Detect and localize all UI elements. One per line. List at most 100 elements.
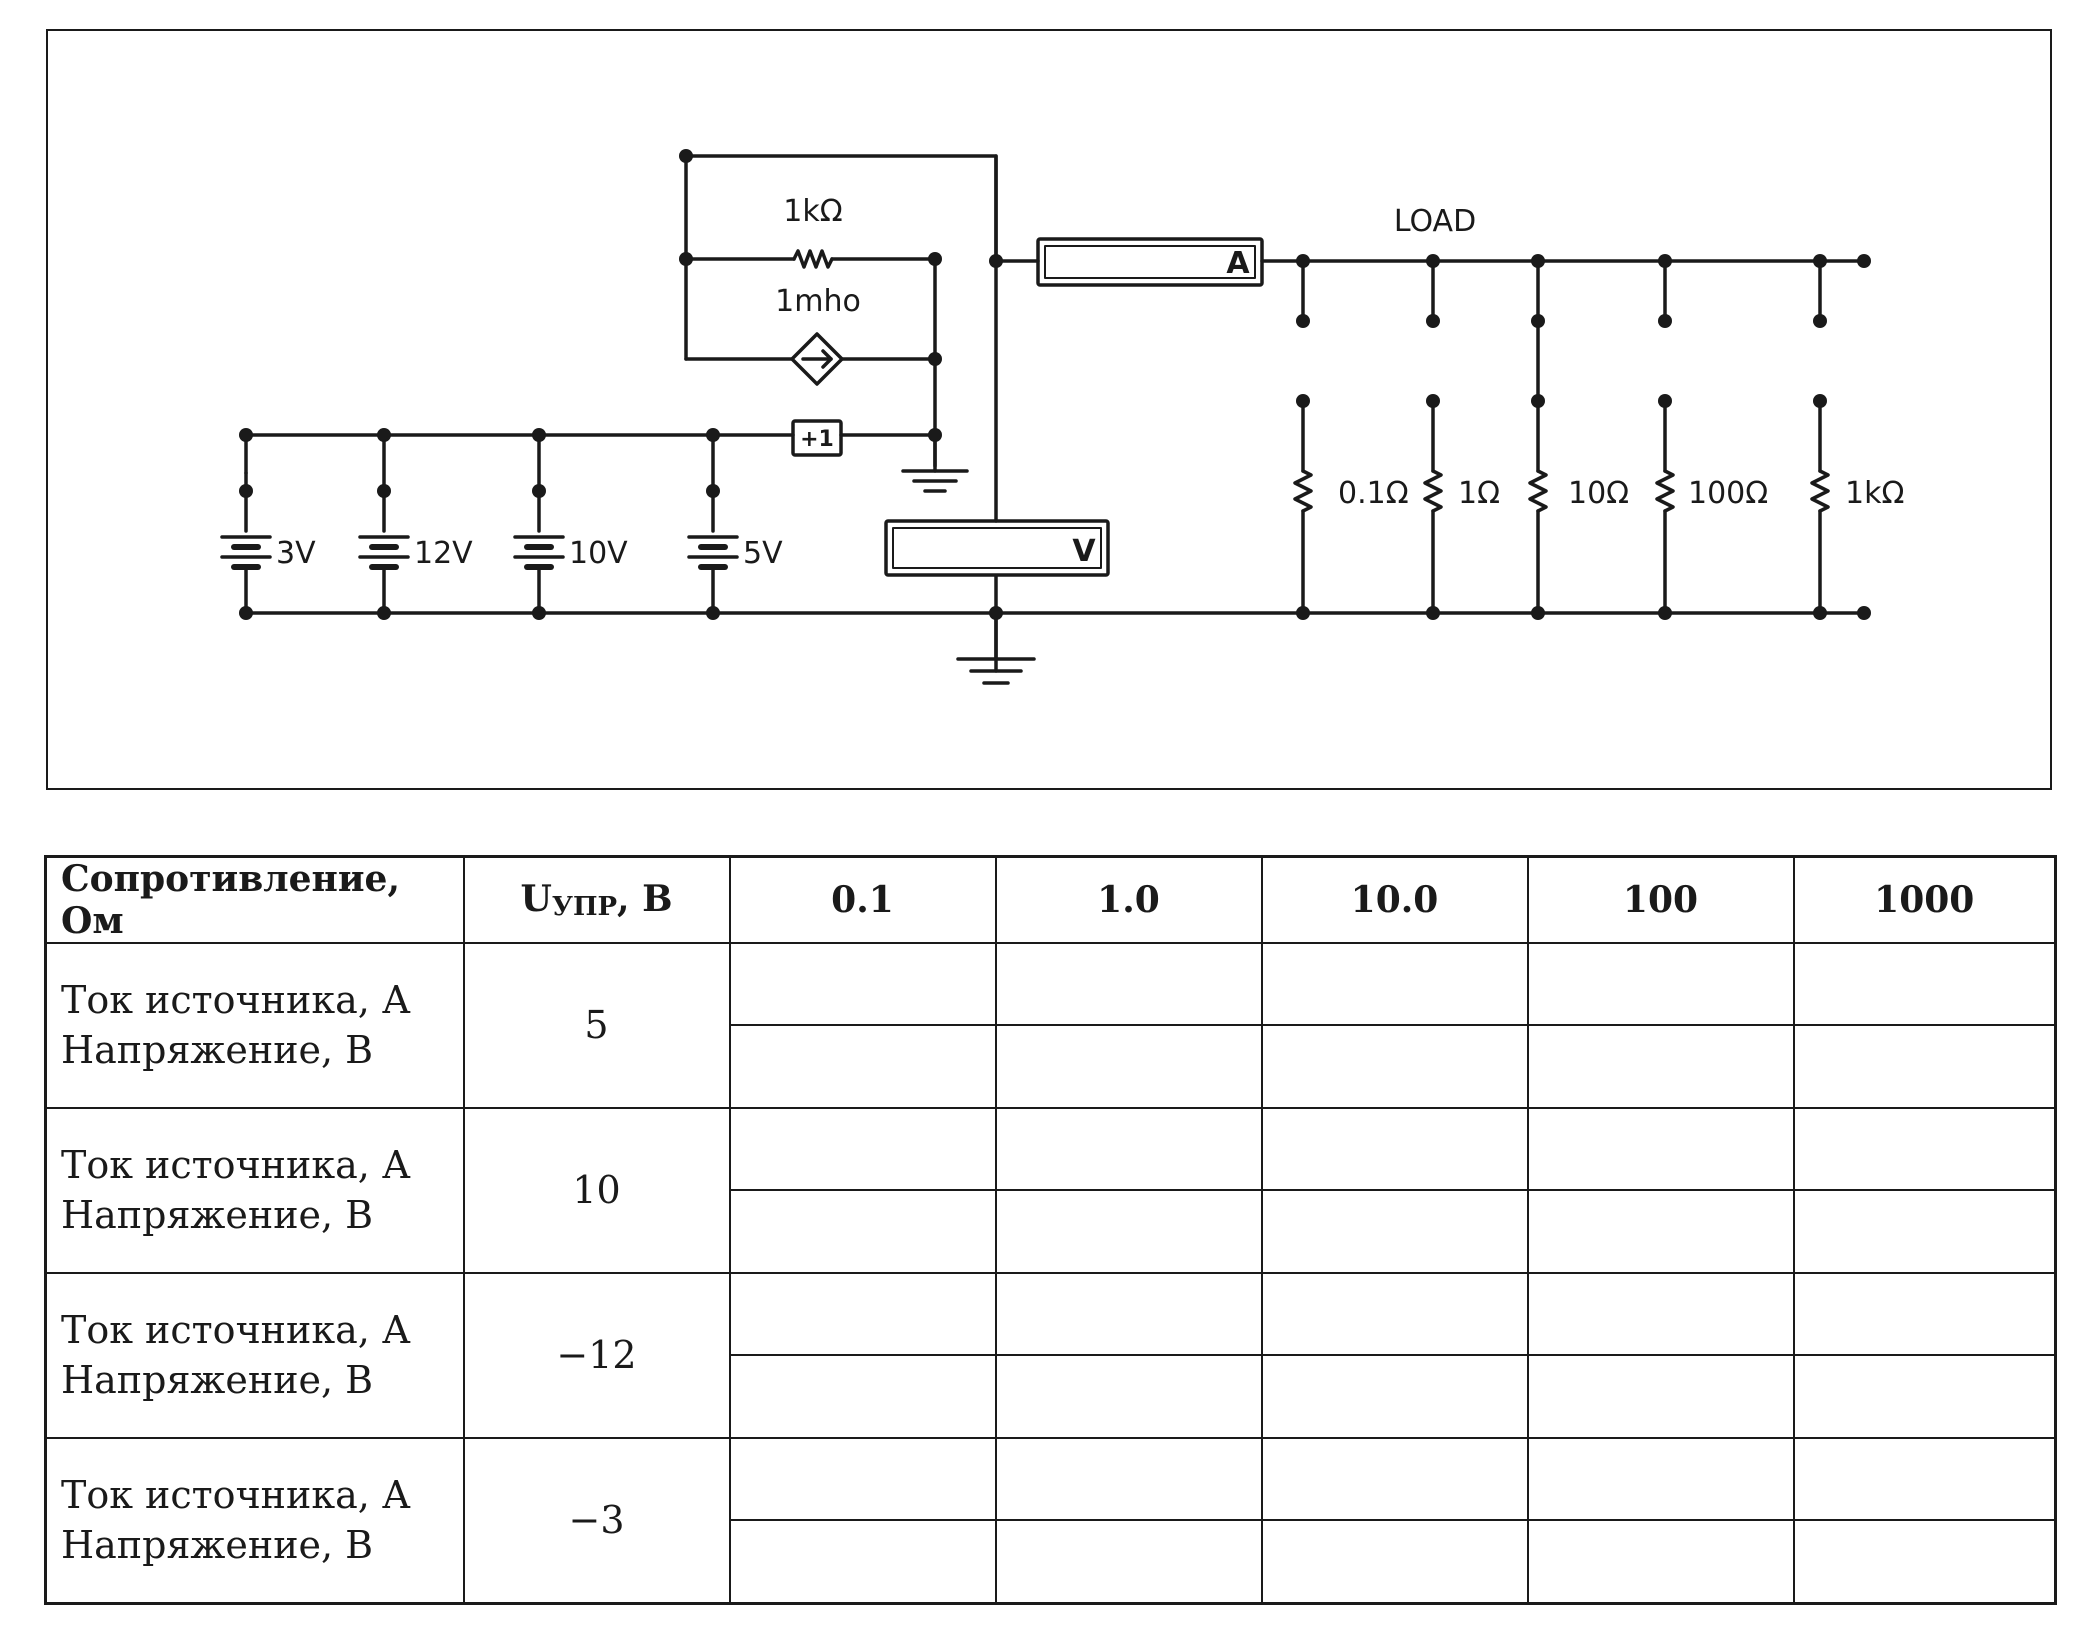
table-cell[interactable]	[1526, 1106, 1795, 1192]
table-header-row: Сопротивление, Ом UУПР, В 0.1 1.0 10.0 1…	[44, 855, 2057, 944]
label-voltage: Напряжение, В	[61, 1193, 374, 1238]
header-col-2: 10.0	[1260, 855, 1529, 944]
header-col-1: 1.0	[994, 855, 1263, 944]
measurement-table: Сопротивление, Ом UУПР, В 0.1 1.0 10.0 1…	[44, 855, 2057, 1605]
row-label: Ток источника, А Напряжение, В	[44, 1436, 465, 1605]
header-col-0: 0.1	[728, 855, 997, 944]
header-col-3: 100	[1526, 855, 1795, 944]
u-control-value: 5	[462, 942, 731, 1109]
label-current: Ток источника, А	[61, 978, 411, 1023]
table-cell[interactable]	[1792, 1354, 2057, 1439]
battery-5v	[687, 433, 739, 615]
table-row: Ток источника, А Напряжение, В −3	[44, 1436, 2057, 1605]
table-cell[interactable]	[994, 1024, 1263, 1109]
table-cell[interactable]	[1526, 941, 1795, 1027]
vcvs-symbol	[791, 419, 843, 457]
table-row	[46, 1519, 2057, 1605]
header-resistance: Сопротивление, Ом	[44, 855, 465, 944]
table-cell[interactable]	[1792, 941, 2057, 1027]
load-resistor-label-6: 1kΩ	[1845, 476, 1904, 511]
load-branch-2	[1423, 259, 1443, 615]
label-current: Ток источника, А	[61, 1308, 411, 1353]
table-cell[interactable]	[728, 1271, 997, 1357]
feedback-resistor-label: 1kΩ	[783, 194, 842, 229]
table-row	[46, 1354, 2057, 1439]
header-u-main: U	[520, 878, 552, 920]
table-cell[interactable]	[994, 1436, 1263, 1522]
label-current: Ток источника, А	[61, 1473, 411, 1518]
table-cell[interactable]	[994, 1106, 1263, 1192]
table-cell[interactable]	[1260, 1436, 1529, 1522]
table-cell[interactable]	[1792, 1436, 2057, 1522]
battery-label-12v: 12V	[414, 536, 473, 571]
table-cell[interactable]	[994, 1189, 1263, 1274]
label-voltage: Напряжение, В	[61, 1358, 374, 1403]
vcvs-label: +1	[800, 427, 834, 452]
load-branch-3	[1528, 259, 1548, 615]
table-cell[interactable]	[728, 1024, 997, 1109]
label-current: Ток источника, А	[61, 1143, 411, 1188]
table-row: Ток источника, А Напряжение, В −12	[44, 1271, 2057, 1439]
table-cell[interactable]	[1260, 941, 1529, 1027]
table-cell[interactable]	[1526, 1519, 1795, 1605]
row-label: Ток источника, А Напряжение, В	[44, 1271, 465, 1439]
table-cell[interactable]	[728, 1354, 997, 1439]
battery-12v	[358, 433, 410, 615]
table-cell[interactable]	[1260, 1024, 1529, 1109]
table-cell[interactable]	[728, 941, 997, 1027]
header-u-unit: , В	[617, 878, 673, 920]
load-branch-5	[1810, 259, 1830, 615]
battery-3v	[220, 433, 272, 615]
table-cell[interactable]	[1792, 1189, 2057, 1274]
load-resistor-label-5: 100Ω	[1688, 476, 1768, 511]
u-control-value: 10	[462, 1106, 731, 1274]
load-resistor-label-3: 1Ω	[1458, 476, 1500, 511]
table-row: Ток источника, А Напряжение, В 10	[44, 1106, 2057, 1274]
table-cell[interactable]	[1526, 1189, 1795, 1274]
battery-label-3v: 3V	[276, 536, 316, 571]
table-cell[interactable]	[1260, 1106, 1529, 1192]
table-cell[interactable]	[728, 1519, 997, 1605]
u-control-value: −3	[462, 1436, 731, 1605]
table-row	[46, 1189, 2057, 1274]
table-cell[interactable]	[1260, 1354, 1529, 1439]
table-cell[interactable]	[1526, 1436, 1795, 1522]
table-cell[interactable]	[728, 1106, 997, 1192]
voltmeter-letter: V	[1072, 534, 1096, 569]
table-cell[interactable]	[1260, 1271, 1529, 1357]
table-cell[interactable]	[1792, 1106, 2057, 1192]
battery-label-5v: 5V	[743, 536, 783, 571]
load-label: LOAD	[1394, 204, 1476, 239]
vccs-symbol	[790, 332, 844, 386]
table-row	[46, 1024, 2057, 1109]
table-cell[interactable]	[1526, 1024, 1795, 1109]
voltmeter	[884, 519, 1110, 577]
battery-10v	[513, 433, 565, 615]
table-cell[interactable]	[994, 941, 1263, 1027]
battery-label-10v: 10V	[569, 536, 628, 571]
junction-dots	[239, 149, 1871, 620]
table-cell[interactable]	[728, 1189, 997, 1274]
vccs-gain-label: 1mho	[775, 284, 861, 319]
header-u-control: UУПР, В	[462, 855, 731, 944]
ammeter-letter: A	[1226, 246, 1250, 281]
label-voltage: Напряжение, В	[61, 1523, 374, 1568]
table-cell[interactable]	[1526, 1354, 1795, 1439]
table-cell[interactable]	[994, 1271, 1263, 1357]
table-cell[interactable]	[1526, 1271, 1795, 1357]
table-cell[interactable]	[728, 1436, 997, 1522]
schematic-drawing: 1kΩ 1mho +1 A V LOAD 3V 12V 10V 5V 0.1Ω …	[220, 149, 1904, 685]
table-cell[interactable]	[994, 1519, 1263, 1605]
circuit-schematic: 1kΩ 1mho +1 A V LOAD 3V 12V 10V 5V 0.1Ω …	[46, 29, 2052, 790]
header-u-sub: УПР	[551, 892, 618, 922]
table-cell[interactable]	[1260, 1189, 1529, 1274]
table-cell[interactable]	[1260, 1519, 1529, 1605]
header-col-4: 1000	[1792, 855, 2057, 944]
load-branch-4	[1655, 259, 1675, 615]
table-cell[interactable]	[1792, 1271, 2057, 1357]
u-control-value: −12	[462, 1271, 731, 1439]
table-cell[interactable]	[994, 1354, 1263, 1439]
table-cell[interactable]	[1792, 1024, 2057, 1109]
table-cell[interactable]	[1792, 1519, 2057, 1605]
feedback-resistor-symbol	[792, 249, 834, 269]
